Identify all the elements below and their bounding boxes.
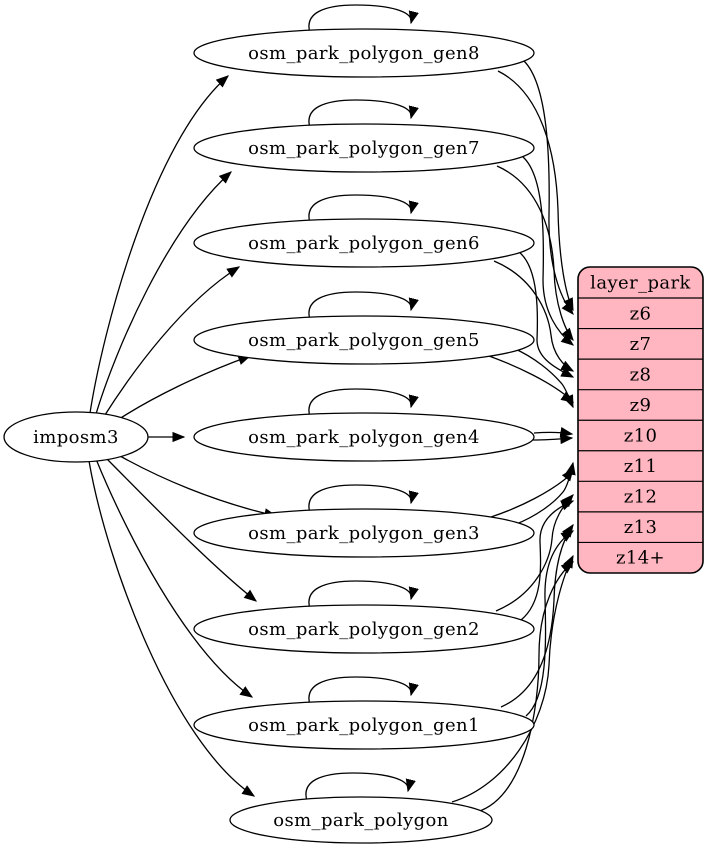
- edges-layer: [88, 4, 576, 813]
- edge-osm-park-polygon-gen8-layer-parkz6: [497, 70, 574, 312]
- node-ellipse: [193, 28, 535, 78]
- node-label: osm_park_polygon: [273, 810, 449, 831]
- self-loop-osm-park-polygon-gen6: [308, 194, 419, 224]
- edge-imposm3-osm-park-polygon-gen6: [102, 266, 241, 419]
- node-osm-park-polygon: osm_park_polygon: [229, 796, 493, 844]
- edge-osm-park-polygon-gen4-layer-parkz10: [533, 426, 574, 438]
- edge-osm-park-polygon-gen6-layer-parkz8: [493, 260, 575, 372]
- table-row-z8: z8: [630, 364, 652, 385]
- edge-osm-park-polygon-gen5-layer-parkz9: [488, 355, 575, 403]
- table-row-z10: z10: [624, 426, 658, 447]
- node-osm-park-polygon-gen5: osm_park_polygon_gen5: [193, 315, 535, 365]
- edge-imposm3-osm-park-polygon-gen7: [95, 171, 232, 415]
- node-label: imposm3: [33, 427, 119, 448]
- table-row-z11: z11: [624, 456, 658, 477]
- node-label: osm_park_polygon_gen2: [248, 619, 480, 640]
- node-osm-park-polygon-gen8: osm_park_polygon_gen8: [193, 28, 535, 78]
- edge-imposm3-osm-park-polygon-gen5: [112, 355, 252, 424]
- node-ellipse: [193, 123, 535, 173]
- node-ellipse: [3, 411, 149, 463]
- node-ellipse: [193, 218, 535, 268]
- edge-osm-park-polygon-gen6-layer-parkz8: [518, 251, 575, 378]
- node-ellipse: [193, 412, 535, 462]
- edge-imposm3-osm-park-polygon-gen3: [112, 451, 278, 519]
- edge-osm-park-polygon-gen8-layer-parkz6: [523, 60, 574, 316]
- table-row-z9: z9: [630, 395, 652, 416]
- node-label: osm_park_polygon_gen7: [248, 138, 480, 159]
- node-osm-park-polygon-gen4: osm_park_polygon_gen4: [193, 412, 535, 462]
- node-label: osm_park_polygon_gen6: [248, 233, 480, 254]
- edge-imposm3-osm-park-polygon-gen8: [89, 75, 229, 414]
- table-row-z6: z6: [630, 303, 652, 324]
- table-row-z12: z12: [624, 487, 658, 508]
- node-ellipse: [193, 508, 535, 558]
- node-label: osm_park_polygon_gen8: [248, 43, 480, 64]
- edge-osm-park-polygon-gen5-layer-parkz9: [512, 347, 574, 409]
- table-layer-park: layer_park z6 z7 z8 z9 z10 z11 z12 z13 z14+: [577, 266, 704, 574]
- edge-imposm3-osm-park-polygon: [88, 460, 256, 797]
- table-layer: layer_park z6 z7 z8 z9 z10 z11 z12 z13 z14+: [577, 266, 704, 574]
- node-label: osm_park_polygon_gen4: [248, 427, 480, 448]
- table-row-z7: z7: [630, 334, 652, 355]
- table-row-z14plus: z14+: [616, 548, 665, 569]
- node-label: osm_park_polygon_gen1: [248, 715, 480, 736]
- node-ellipse: [193, 604, 535, 654]
- self-loop-osm-park-polygon-gen1: [308, 676, 419, 706]
- self-loop-osm-park-polygon-gen3: [308, 484, 419, 514]
- edge-osm-park-polygon-gen1-layer-parkz13: [500, 523, 574, 708]
- node-osm-park-polygon-gen2: osm_park_polygon_gen2: [193, 604, 535, 654]
- node-osm-park-polygon-gen6: osm_park_polygon_gen6: [193, 218, 535, 268]
- edge-osm-park-polygon-gen1-layer-parkz13: [525, 530, 575, 717]
- node-label: osm_park_polygon_gen5: [248, 330, 480, 351]
- edge-osm-park-polygon-layer-parkz14: [451, 554, 574, 803]
- self-loop-osm-park-polygon-gen7: [308, 99, 419, 129]
- edge-osm-park-polygon-gen3-layer-parkz11: [513, 461, 576, 526]
- edge-imposm3-osm-park-polygon-gen1: [95, 458, 254, 698]
- edge-osm-park-polygon-gen3-layer-parkz11: [490, 467, 574, 518]
- node-ellipse: [193, 700, 535, 750]
- node-ellipse: [229, 796, 493, 844]
- edge-osm-park-polygon-gen2-layer-parkz12: [495, 494, 574, 612]
- self-loop-osm-park-polygon-gen4: [308, 388, 419, 418]
- node-osm-park-polygon-gen3: osm_park_polygon_gen3: [193, 508, 535, 558]
- node-ellipse: [193, 315, 535, 365]
- self-loop-osm-park-polygon: [305, 772, 416, 802]
- edge-osm-park-polygon-gen2-layer-parkz12: [520, 500, 575, 621]
- table-row-z13: z13: [624, 517, 658, 538]
- node-osm-park-polygon-gen1: osm_park_polygon_gen1: [193, 700, 535, 750]
- node-imposm3: imposm3: [3, 411, 149, 463]
- node-label: osm_park_polygon_gen3: [248, 523, 480, 544]
- edge-osm-park-polygon-gen7-layer-parkz7: [496, 165, 574, 342]
- edge-osm-park-polygon-gen7-layer-parkz7: [522, 156, 575, 346]
- self-loop-osm-park-polygon-gen5: [308, 291, 419, 321]
- table-title: layer_park: [590, 273, 691, 294]
- node-osm-park-polygon-gen7: osm_park_polygon_gen7: [193, 123, 535, 173]
- edge-imposm3-osm-park-polygon-gen2: [103, 455, 258, 602]
- edge-osm-park-polygon-gen4-layer-parkz10: [532, 433, 574, 445]
- self-loop-osm-park-polygon-gen8: [308, 4, 419, 34]
- edge-osm-park-polygon-layer-parkz14: [476, 561, 575, 813]
- self-loop-osm-park-polygon-gen2: [308, 580, 419, 610]
- nodes-layer: imposm3 osm_park_polygon_gen8 osm_park_pol…: [3, 28, 535, 844]
